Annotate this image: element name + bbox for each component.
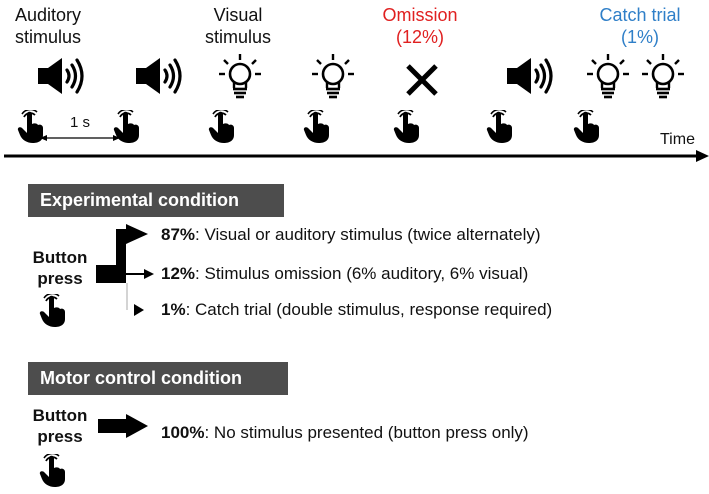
- option-stimulus-omission: 12%: Stimulus omission (6% auditory, 6% …: [161, 264, 529, 283]
- lightbulb-icon: [586, 52, 630, 102]
- branch-arrows: [96, 224, 154, 316]
- button-press-hand-icon: [302, 110, 332, 144]
- auditory-stimulus-label: Auditory stimulus: [14, 5, 82, 47]
- speaker-icon: [505, 56, 555, 96]
- button-press-hand-icon: [485, 110, 515, 144]
- option-visual-auditory: 87%: Visual or auditory stimulus (twice …: [161, 225, 541, 244]
- button-press-hand-icon: [38, 454, 68, 488]
- interval-label: 1 s: [69, 114, 90, 131]
- interval-arrow: [40, 135, 120, 141]
- button-press-label: Button press: [32, 248, 88, 288]
- option-no-stimulus: 100%: No stimulus presented (button pres…: [161, 423, 529, 442]
- lightbulb-icon: [311, 52, 355, 102]
- button-press-hand-icon: [572, 110, 602, 144]
- omission-label: Omission (12%): [382, 5, 458, 47]
- time-axis-label: Time: [660, 131, 695, 148]
- button-press-label: Button press: [32, 406, 88, 446]
- lightbulb-icon: [641, 52, 685, 102]
- catch-trial-label: Catch trial (1%): [599, 5, 681, 47]
- option-catch-trial: 1%: Catch trial (double stimulus, respon…: [161, 300, 553, 319]
- speaker-icon: [36, 56, 86, 96]
- button-press-hand-icon: [392, 110, 422, 144]
- visual-stimulus-label: Visual stimulus: [204, 5, 271, 47]
- lightbulb-icon: [218, 52, 262, 102]
- experimental-condition-header: Experimental condition: [28, 184, 284, 217]
- motor-control-condition-header: Motor control condition: [28, 362, 288, 395]
- motor-arrow: [98, 414, 148, 438]
- button-press-hand-icon: [207, 110, 237, 144]
- button-press-hand-icon: [38, 294, 68, 328]
- speaker-icon: [134, 56, 184, 96]
- omission-cross-icon: [406, 64, 438, 96]
- time-axis-arrow: [4, 150, 709, 162]
